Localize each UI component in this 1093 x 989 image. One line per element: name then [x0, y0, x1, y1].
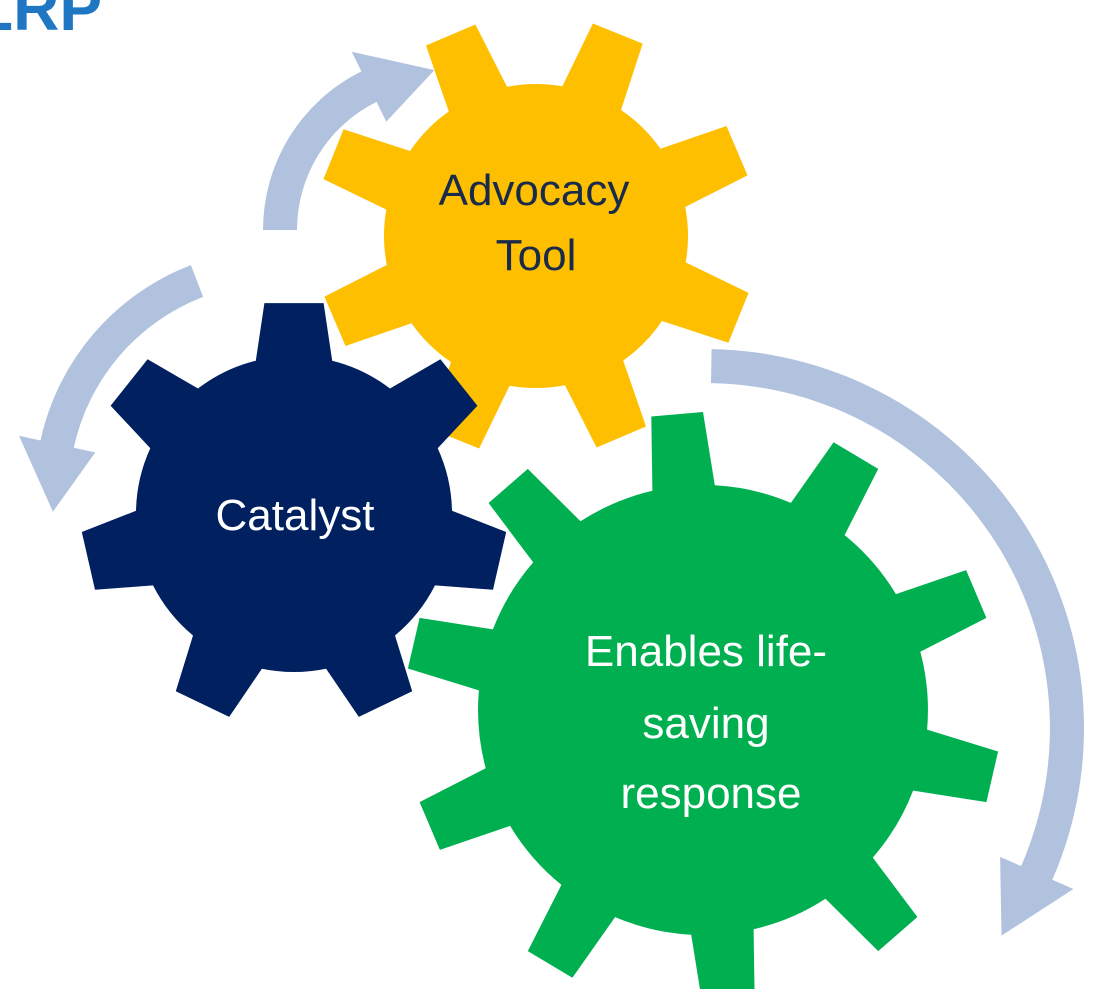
advocacy-label-line-2: Tool — [496, 231, 577, 280]
enables-label-line-3: response — [620, 769, 801, 818]
advocacy-gear — [323, 23, 749, 449]
arrows-layer — [19, 51, 1085, 936]
arrow-enables-cycle — [711, 349, 1085, 936]
enables-gear — [407, 412, 999, 989]
catalyst-gear-label: Catalyst — [216, 491, 375, 540]
arrow-advocacy-to-catalyst — [19, 265, 204, 512]
enables-label-line-1: Enables life- — [585, 627, 827, 676]
advocacy-gear-label: Advocacy Tool — [439, 166, 630, 280]
catalyst-label-line-1: Catalyst — [216, 491, 375, 540]
catalyst-gear — [81, 303, 507, 717]
enables-gear-label: Enables life- saving response — [585, 627, 827, 818]
gears-layer — [81, 23, 999, 989]
advocacy-label-line-1: Advocacy — [439, 166, 630, 215]
enables-label-line-2: saving — [642, 699, 769, 748]
arrow-catalyst-to-advocacy — [262, 51, 435, 231]
title-fragment: LRP — [0, 0, 102, 44]
